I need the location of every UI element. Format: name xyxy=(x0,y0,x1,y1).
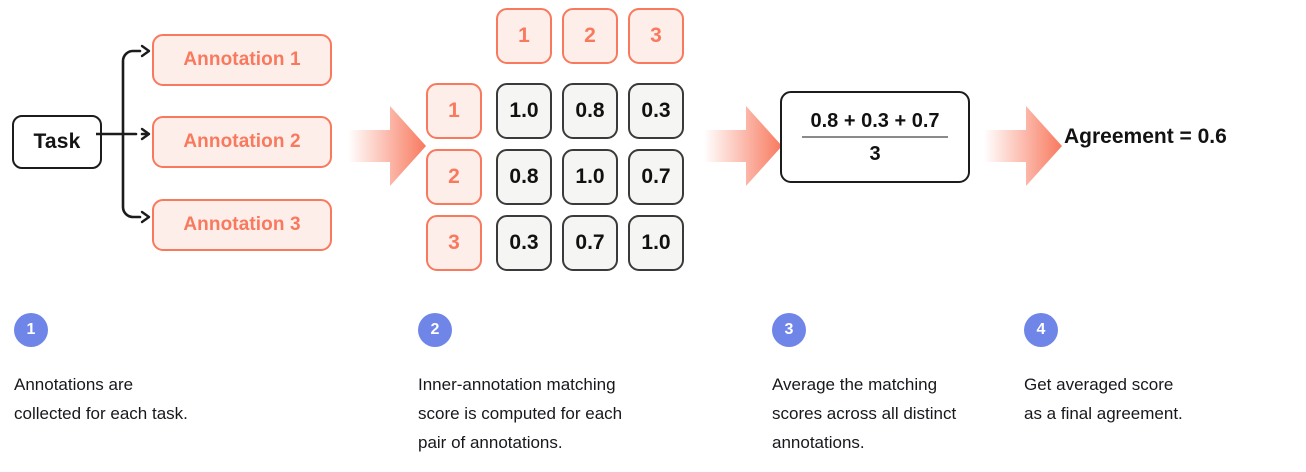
matrix-cell-2-2: 1.0 xyxy=(562,149,618,205)
fraction-denominator: 3 xyxy=(869,142,881,165)
matrix-cell-2-3: 0.7 xyxy=(628,149,684,205)
task-branch-connector xyxy=(96,44,151,224)
fraction: 0.8 + 0.3 + 0.7 3 xyxy=(802,111,948,164)
matrix-row-header-3: 3 xyxy=(426,215,482,271)
step-text-2: Inner-annotation matching score is compu… xyxy=(418,375,623,452)
matrix-row-header-2: 2 xyxy=(426,149,482,205)
arrow-right-icon-2 xyxy=(704,106,782,186)
step-4: 4 Get averaged score as a final agreemen… xyxy=(1024,313,1284,428)
matrix-cell-3-1: 0.3 xyxy=(496,215,552,271)
matrix-col-header-2: 2 xyxy=(562,8,618,64)
task-label: Task xyxy=(33,130,81,153)
step-text-4: Get averaged score as a final agreement. xyxy=(1024,375,1183,423)
step-badge-3: 3 xyxy=(772,313,806,347)
matrix-cell-3-3: 1.0 xyxy=(628,215,684,271)
annotation-label-2: Annotation 2 xyxy=(183,131,301,152)
step-2: 2 Inner-annotation matching score is com… xyxy=(418,313,678,457)
step-1: 1 Annotations are collected for each tas… xyxy=(14,313,274,428)
average-formula-box: 0.8 + 0.3 + 0.7 3 xyxy=(780,91,970,183)
step-badge-4: 4 xyxy=(1024,313,1058,347)
matrix-cell-2-1: 0.8 xyxy=(496,149,552,205)
arrow-right-icon-3 xyxy=(984,106,1062,186)
fraction-bar xyxy=(802,135,948,138)
step-badge-1: 1 xyxy=(14,313,48,347)
matrix-cell-1-1: 1.0 xyxy=(496,83,552,139)
step-3: 3 Average the matching scores across all… xyxy=(772,313,1032,457)
annotation-label-1: Annotation 1 xyxy=(183,49,301,70)
agreement-result: Agreement = 0.6 xyxy=(1064,125,1227,148)
annotation-box-3: Annotation 3 xyxy=(152,199,332,251)
matrix-row-header-1: 1 xyxy=(426,83,482,139)
annotation-box-2: Annotation 2 xyxy=(152,116,332,168)
matrix-col-header-3: 3 xyxy=(628,8,684,64)
annotation-box-1: Annotation 1 xyxy=(152,34,332,86)
matrix-cell-1-2: 0.8 xyxy=(562,83,618,139)
step-badge-2: 2 xyxy=(418,313,452,347)
matrix-cell-1-3: 0.3 xyxy=(628,83,684,139)
annotation-label-3: Annotation 3 xyxy=(183,214,301,235)
step-text-1: Annotations are collected for each task. xyxy=(14,375,188,423)
matrix-col-header-1: 1 xyxy=(496,8,552,64)
step-text-3: Average the matching scores across all d… xyxy=(772,375,957,452)
fraction-numerator: 0.8 + 0.3 + 0.7 xyxy=(810,109,940,132)
arrow-right-icon-1 xyxy=(348,106,426,186)
matrix-cell-3-2: 0.7 xyxy=(562,215,618,271)
task-box: Task xyxy=(12,115,102,169)
